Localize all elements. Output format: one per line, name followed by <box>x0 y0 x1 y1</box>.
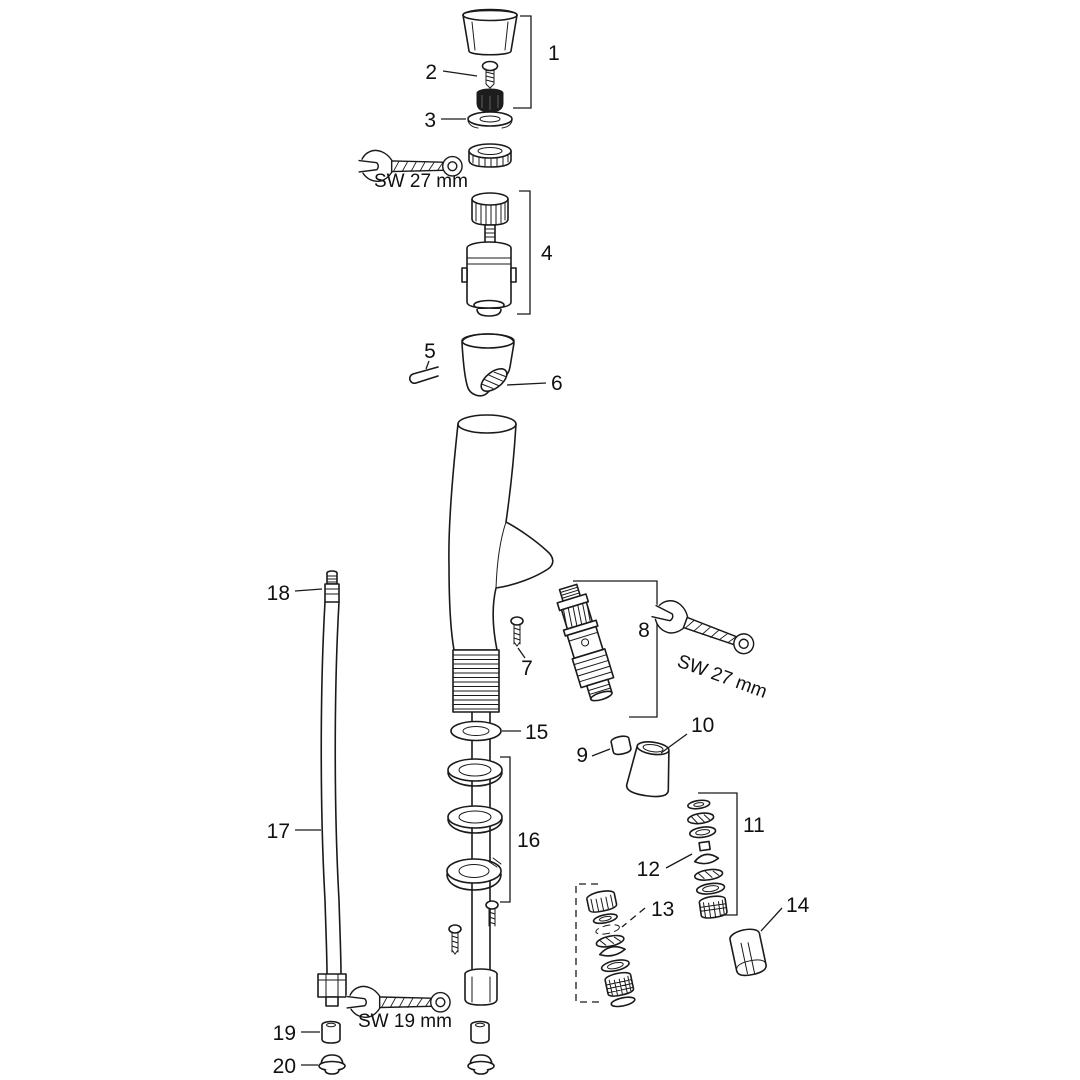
part-13-leader <box>621 907 646 928</box>
part-label-14: 14 <box>786 894 810 917</box>
part-5-leader <box>425 360 430 370</box>
aerator-nut <box>468 143 512 168</box>
supply-shank <box>464 711 498 1006</box>
part-6-spout-head <box>461 333 515 397</box>
part-label-17: 17 <box>267 820 290 843</box>
part-label-16: 16 <box>517 829 540 852</box>
part-14-leader <box>760 907 783 932</box>
part-label-19: 19 <box>273 1022 296 1045</box>
part-7-leader <box>517 647 526 659</box>
part-11-aerator-stack <box>687 799 728 919</box>
part-9-leader <box>591 748 611 757</box>
part-1-handle-cap <box>462 8 518 56</box>
part-9-seal <box>610 735 632 756</box>
part-label-5: 5 <box>424 340 436 363</box>
part-10-leader <box>660 733 688 754</box>
part-label-1: 1 <box>548 42 560 65</box>
part-16-washer-set <box>446 758 503 891</box>
part-label-10: 10 <box>691 714 714 737</box>
part-3-ring <box>467 111 513 129</box>
part-15-o-ring <box>450 720 502 742</box>
part-4-cartridge-assembly <box>461 192 517 317</box>
part-label-20: 20 <box>273 1055 296 1078</box>
part-label-3: 3 <box>424 109 436 132</box>
part-12-leader <box>665 853 693 869</box>
wrench-19mm-bottom-label: SW 19 mm <box>358 1011 452 1032</box>
part-7-screw <box>510 616 524 647</box>
part-6-leader <box>506 382 547 386</box>
part-label-18: 18 <box>267 582 290 605</box>
part-10-sleeve <box>625 741 670 798</box>
part-label-11: 11 <box>743 814 765 837</box>
part-20-cap-right <box>467 1054 495 1075</box>
part-8-bracket <box>573 580 658 718</box>
handle-adapter <box>476 88 504 113</box>
part-11-bracket <box>698 792 738 916</box>
part-18-leader <box>294 588 323 592</box>
part-label-9: 9 <box>576 744 588 767</box>
wrench-27mm-top-label: SW 27 mm <box>374 171 468 192</box>
part-label-13: 13 <box>651 898 674 921</box>
wrench-27mm-side-label: SW 27 mm <box>674 651 769 703</box>
part-label-2: 2 <box>425 61 437 84</box>
part-5-clip <box>409 366 439 385</box>
part-label-4: 4 <box>541 242 553 265</box>
part-19-bushing-right <box>470 1020 490 1044</box>
part-2-screw <box>481 60 499 89</box>
part-label-12: 12 <box>637 858 660 881</box>
wrench-27mm-side <box>647 594 760 663</box>
part-label-6: 6 <box>551 372 563 395</box>
part-20-cap-left <box>318 1054 346 1075</box>
part-4-bracket <box>517 190 531 315</box>
part-13-aerator-stack <box>586 890 636 1008</box>
part-label-8: 8 <box>638 619 650 642</box>
part-17-supply-hose <box>317 601 347 1007</box>
part-2-leader <box>442 70 478 77</box>
part-16-bracket <box>500 756 511 903</box>
part-8-diverter-cartridge <box>556 583 615 702</box>
mounting-screw-left <box>448 924 462 955</box>
part-1-bracket <box>513 15 532 109</box>
part-label-7: 7 <box>521 657 533 680</box>
part-14-clip <box>729 928 767 977</box>
part-label-15: 15 <box>525 721 548 744</box>
faucet-body <box>448 414 554 713</box>
part-19-bushing-left <box>321 1020 341 1044</box>
part-18-hose-connector <box>324 570 340 603</box>
mounting-screw-right <box>485 900 499 927</box>
